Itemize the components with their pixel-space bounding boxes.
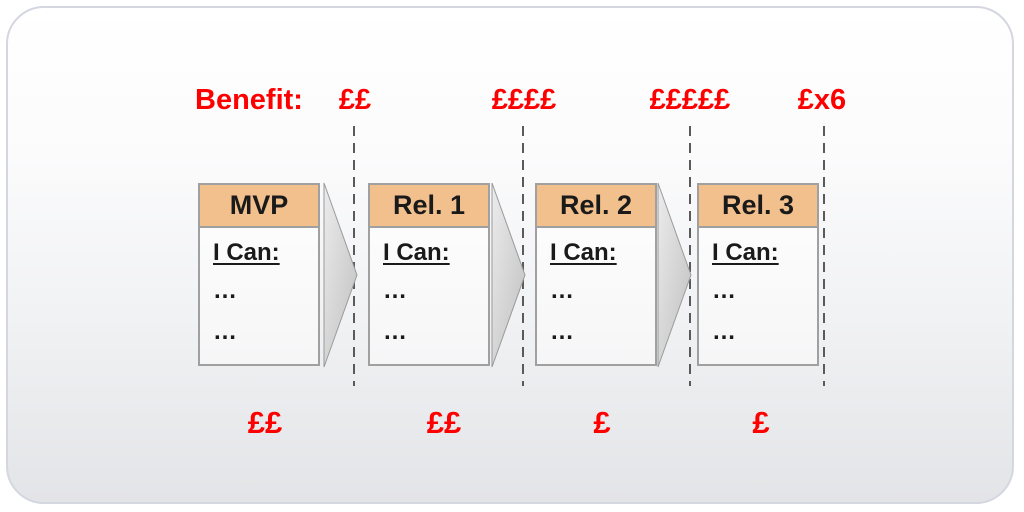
card-item: …: [550, 277, 574, 304]
cost-value-mvp: ££: [247, 405, 283, 440]
release-card-rel1: Rel. 1 I Can: … …: [368, 183, 490, 366]
arrow-right-triangle-icon: [657, 182, 692, 368]
benefit-value-rel2: £££££: [649, 84, 731, 116]
card-heading: I Can:: [550, 239, 617, 266]
card-heading: I Can:: [213, 239, 280, 266]
card-body: I Can: … …: [200, 228, 318, 349]
cost-value-rel3: £: [752, 405, 770, 440]
cost-value-rel2: £: [593, 405, 611, 440]
dashed-divider: [522, 126, 524, 386]
card-item: …: [550, 318, 574, 345]
release-card-mvp: MVP I Can: … …: [198, 183, 320, 366]
benefit-value-rel1: ££££: [491, 84, 557, 116]
card-item: …: [383, 318, 407, 345]
arrow-right-triangle-icon: [491, 182, 526, 368]
dashed-divider: [689, 126, 691, 386]
card-title: Rel. 2: [537, 185, 655, 228]
release-card-rel2: Rel. 2 I Can: … …: [535, 183, 657, 366]
benefit-value-mvp: ££: [338, 84, 372, 116]
card-body: I Can: … …: [537, 228, 655, 349]
benefit-value-rel3: £x6: [797, 84, 847, 116]
card-item: …: [712, 318, 736, 345]
card-item: …: [213, 318, 237, 345]
card-title: Rel. 1: [370, 185, 488, 228]
benefit-label: Benefit:: [195, 84, 303, 116]
card-heading: I Can:: [712, 239, 779, 266]
card-title: Rel. 3: [699, 185, 817, 228]
dashed-divider: [823, 126, 825, 386]
card-item: …: [213, 277, 237, 304]
card-item: …: [383, 277, 407, 304]
card-title: MVP: [200, 185, 318, 228]
slide-background: Benefit: ££ ££££ £££££ £x6 MVP I Can: … …: [6, 6, 1014, 504]
dashed-divider: [353, 126, 355, 386]
card-heading: I Can:: [383, 239, 450, 266]
card-body: I Can: … …: [699, 228, 817, 349]
arrow-right-triangle-icon: [323, 182, 358, 368]
card-body: I Can: … …: [370, 228, 488, 349]
cost-value-rel1: ££: [426, 405, 462, 440]
card-item: …: [712, 277, 736, 304]
release-card-rel3: Rel. 3 I Can: … …: [697, 183, 819, 366]
